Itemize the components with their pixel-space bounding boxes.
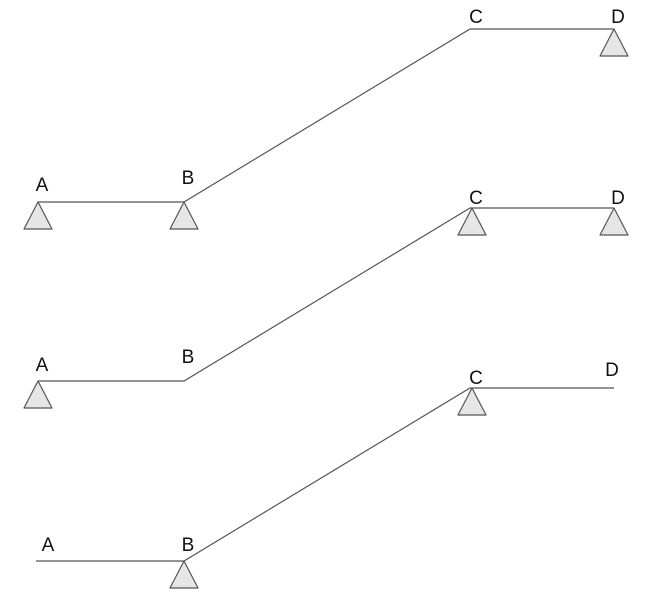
node-label-c-1: C [469,7,483,28]
node-label-a-3: A [42,535,55,556]
configuration-3: A B C D [36,360,619,589]
support-triangle-c-2 [457,207,487,236]
support-triangle-b-3 [169,560,199,589]
node-label-a-1: A [36,175,49,196]
support-triangle-d-2 [599,207,629,236]
configuration-2: A B C D [23,188,629,409]
support-triangle-a-2 [23,380,53,409]
node-label-d-2: D [611,188,625,209]
node-label-c-2: C [469,188,483,209]
support-triangle-a-1 [23,201,53,230]
node-label-a-2: A [36,355,49,376]
node-label-b-1: B [182,168,195,189]
beam-line-3 [36,387,614,562]
node-label-d-1: D [611,7,625,28]
node-label-b-2: B [182,347,195,368]
node-label-d-3: D [605,360,619,381]
beam-line-2 [38,207,614,382]
node-label-b-3: B [182,535,195,556]
beam-line-1 [38,28,614,203]
support-triangle-c-3 [457,387,487,416]
node-label-c-3: C [469,368,483,389]
configuration-1: A B C D [23,7,629,230]
support-triangle-d-1 [599,28,629,57]
support-triangle-b-1 [169,201,199,230]
